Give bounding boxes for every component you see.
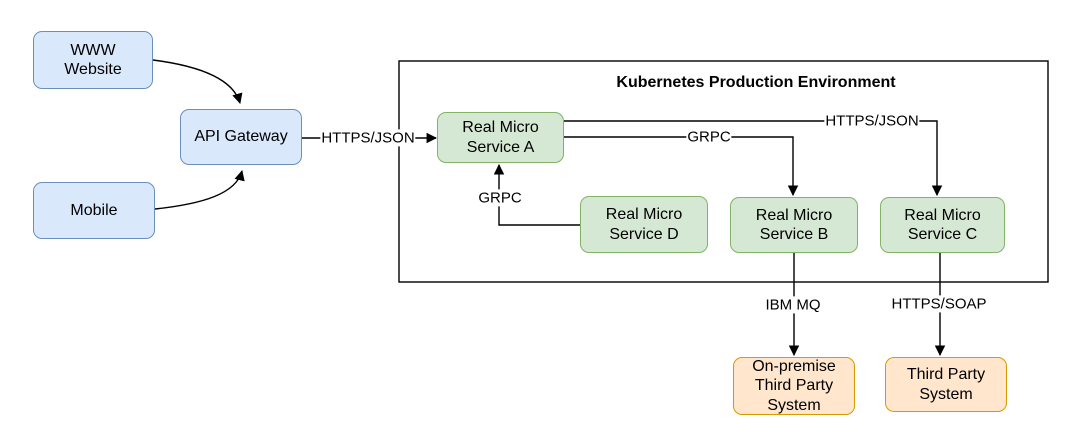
node-mobile: Mobile xyxy=(33,182,155,239)
node-www-website: WWW Website xyxy=(33,31,153,89)
edge-label-https-soap: HTTPS/SOAP xyxy=(890,295,988,313)
node-real-micro-service-a: Real Micro Service A xyxy=(437,112,564,163)
node-real-micro-service-c: Real Micro Service C xyxy=(880,197,1005,253)
node-real-micro-service-d: Real Micro Service D xyxy=(580,196,708,253)
edge-label-grpc-service-b: GRPC xyxy=(686,128,732,146)
edge-label-grpc-service-d: GRPC xyxy=(477,189,523,207)
edge-www-to-gateway xyxy=(152,59,243,105)
kubernetes-container-border xyxy=(398,60,1049,283)
node-api-gateway: API Gateway xyxy=(180,109,302,165)
edge-service-d-to-service-a xyxy=(493,163,580,226)
node-real-micro-service-b: Real Micro Service B xyxy=(730,197,858,253)
edge-label-https-json-service-c: HTTPS/JSON xyxy=(824,112,920,130)
edge-service-a-to-service-b xyxy=(564,136,799,197)
edge-mobile-to-gateway xyxy=(154,169,245,210)
node-third-party-system: Third Party System xyxy=(885,357,1007,412)
edge-label-https-json-gateway: HTTPS/JSON xyxy=(320,129,416,147)
edge-service-a-to-service-c xyxy=(564,120,943,197)
edge-label-ibm-mq: IBM MQ xyxy=(764,296,822,314)
node-onprem-third-party-system: On-premise Third Party System xyxy=(733,357,855,415)
kubernetes-container-title: Kubernetes Production Environment xyxy=(616,74,896,91)
